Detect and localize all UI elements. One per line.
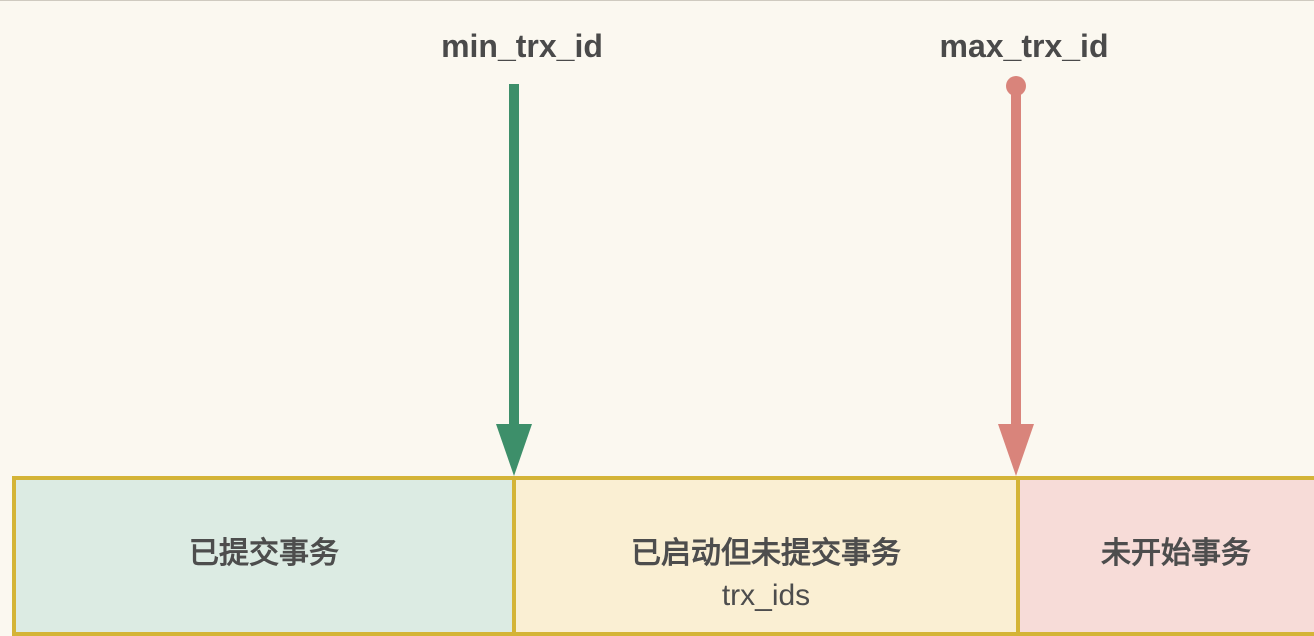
max-arrow-head xyxy=(998,424,1034,476)
max-trx-id-label: max_trx_id xyxy=(939,28,1109,64)
trx-ids-label: trx_ids xyxy=(721,579,811,612)
active-uncommitted-transactions-title: 已启动但未提交事务 xyxy=(631,536,901,571)
not-started-transactions-title: 未开始事务 xyxy=(1101,536,1251,571)
max-trx-id-arrow xyxy=(998,76,1034,476)
min-trx-id-label: min_trx_id xyxy=(441,28,603,64)
top-divider xyxy=(0,0,1314,1)
min-trx-id-arrow xyxy=(496,84,532,476)
committed-transactions-title: 已提交事务 xyxy=(189,536,339,571)
min-arrow-head xyxy=(496,424,532,476)
committed-transactions-region: 已提交事务 xyxy=(12,476,516,636)
active-uncommitted-transactions-region: 已启动但未提交事务 trx_ids xyxy=(512,476,1020,636)
not-started-transactions-region: 未开始事务 xyxy=(1016,476,1314,636)
marker-arrows xyxy=(496,76,1034,476)
